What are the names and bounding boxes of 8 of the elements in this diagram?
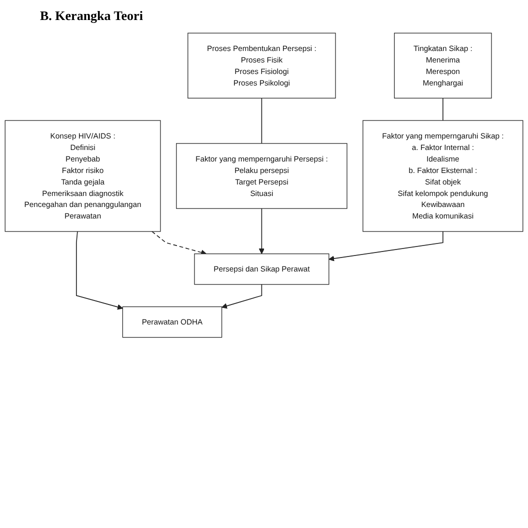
diagram-title: B. Kerangka Teori xyxy=(40,8,144,24)
arrow xyxy=(152,231,207,256)
arrow xyxy=(222,284,262,309)
connector xyxy=(261,98,262,144)
connector xyxy=(442,98,444,121)
arrow xyxy=(76,231,123,310)
arrow xyxy=(258,208,264,254)
arrow xyxy=(328,231,444,262)
